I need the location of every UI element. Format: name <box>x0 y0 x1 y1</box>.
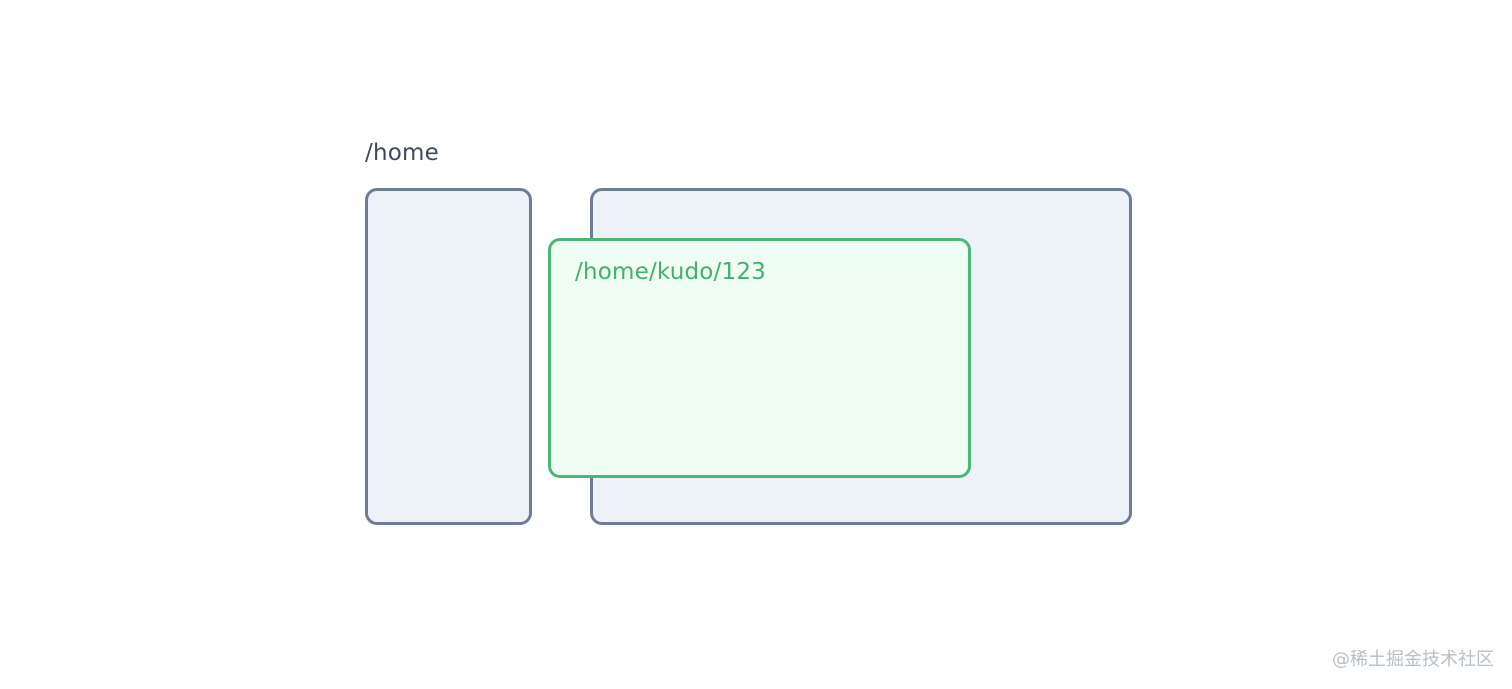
nested-route-panel: /home/kudo/123 <box>548 238 971 478</box>
sidebar-panel <box>365 188 532 525</box>
watermark: @稀土掘金技术社区 <box>1332 649 1494 670</box>
parent-route-label: /home <box>365 140 439 166</box>
nested-route-label: /home/kudo/123 <box>575 259 767 285</box>
